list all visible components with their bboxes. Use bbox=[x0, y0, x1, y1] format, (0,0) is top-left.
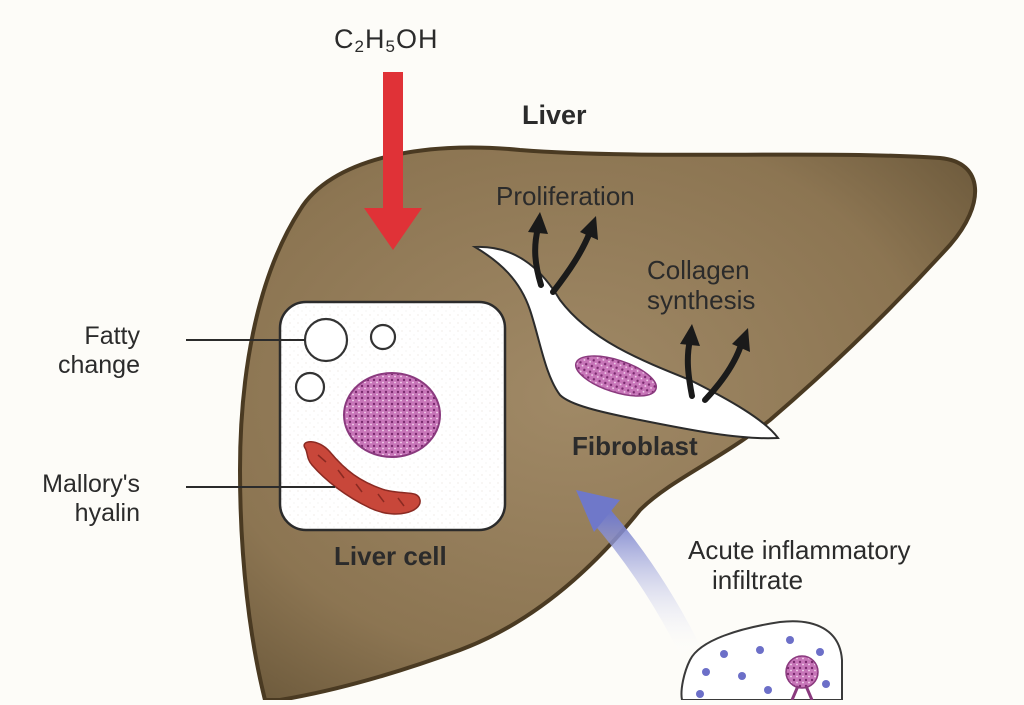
infiltrate-arrowhead bbox=[576, 490, 620, 532]
label-liver: Liver bbox=[522, 100, 587, 130]
collagen-arrowhead-2 bbox=[732, 328, 750, 352]
formula-oh: OH bbox=[395, 24, 439, 54]
fibroblast-shape bbox=[471, 245, 780, 440]
label-fatty-line2: change bbox=[57, 350, 140, 379]
label-liver-cell: Liver cell bbox=[334, 541, 447, 571]
label-acute-line1: Acute inflammatory bbox=[688, 535, 911, 565]
label-acute-inflammatory: Acute inflammatory infiltrate bbox=[688, 535, 911, 596]
label-collagen-line1: Collagen bbox=[647, 255, 750, 285]
mallory-hyalin bbox=[303, 441, 421, 515]
fat-vacuole-small bbox=[369, 323, 397, 351]
label-fatty-line1: Fatty bbox=[84, 322, 140, 350]
liver-shape bbox=[237, 145, 977, 702]
collagen-arrowhead-1 bbox=[680, 324, 700, 346]
inflammatory-cells bbox=[696, 636, 830, 698]
formula-c-sub: 2 bbox=[354, 37, 365, 56]
fibroblast-nucleus bbox=[575, 355, 657, 397]
label-collagen-synthesis: Collagen synthesis bbox=[647, 255, 756, 316]
label-fatty-change: Fatty change bbox=[38, 322, 140, 380]
ethanol-arrow bbox=[364, 72, 422, 250]
label-mallory-line1: Mallory's bbox=[42, 470, 140, 498]
label-collagen-line2: synthesis bbox=[647, 284, 756, 315]
inflammatory-cluster bbox=[680, 620, 843, 701]
fat-vacuole-medium bbox=[294, 371, 326, 403]
formula-h-sub: 5 bbox=[385, 37, 396, 56]
proliferation-arrowhead-1 bbox=[528, 212, 548, 234]
infiltrate-arrow-shaft bbox=[589, 504, 700, 655]
label-acute-line2: infiltrate bbox=[712, 564, 804, 595]
formula-c: C bbox=[334, 24, 355, 54]
liver-cell-nucleus bbox=[343, 372, 441, 458]
inflammatory-macrophage bbox=[785, 655, 819, 701]
label-fibroblast: Fibroblast bbox=[572, 431, 698, 461]
label-mallory-line2: hyalin bbox=[74, 498, 140, 527]
mallory-texture bbox=[317, 454, 405, 507]
proliferation-arrows bbox=[532, 225, 593, 295]
proliferation-arrowhead-2 bbox=[580, 216, 598, 240]
ethanol-formula: C2H5OH bbox=[334, 24, 438, 57]
label-proliferation: Proliferation bbox=[496, 181, 635, 211]
formula-h: H bbox=[364, 24, 386, 54]
fat-vacuole-large bbox=[303, 317, 349, 363]
label-mallory-hyalin: Mallory's hyalin bbox=[20, 470, 140, 528]
